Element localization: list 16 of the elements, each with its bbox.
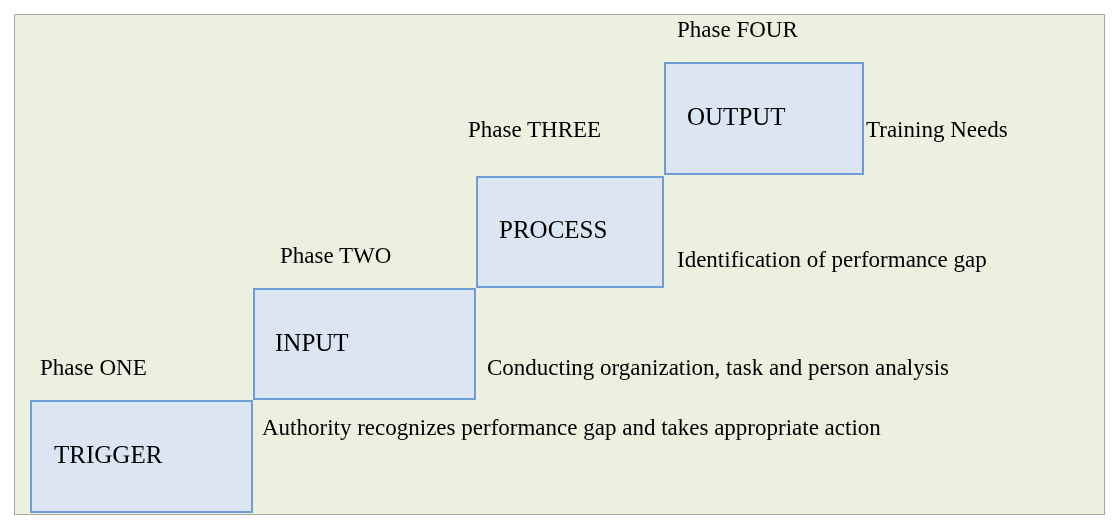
- phase-box: [30, 400, 253, 513]
- phase-description: Training Needs: [866, 116, 1008, 144]
- phase-description: Identification of performance gap: [677, 246, 987, 274]
- phase-description: Conducting organization, task and person analysis: [487, 354, 950, 382]
- phase-box: [664, 62, 864, 175]
- phase-label: Phase THREE: [468, 116, 602, 144]
- phase-label: Phase TWO: [280, 242, 392, 270]
- phase-name: OUTPUT: [687, 104, 786, 129]
- phase-box: [253, 288, 476, 400]
- phase-name: TRIGGER: [54, 442, 163, 467]
- phase-description: Authority recognizes performance gap and takes appropriate action: [262, 414, 881, 442]
- phase-label: Phase FOUR: [677, 16, 798, 44]
- phase-name: PROCESS: [499, 217, 608, 242]
- phase-label: Phase ONE: [40, 354, 147, 382]
- phase-name: INPUT: [275, 330, 349, 355]
- phase-box: [476, 176, 664, 288]
